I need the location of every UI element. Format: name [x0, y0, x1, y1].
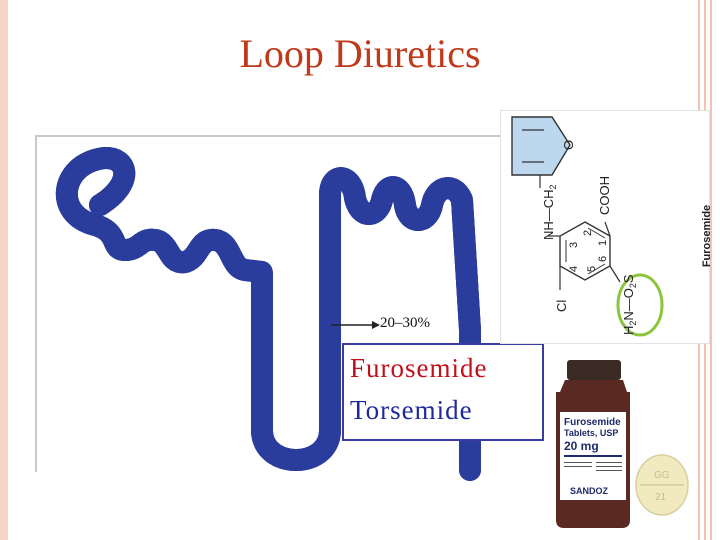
- drug-list-box: Furosemide Torsemide: [342, 343, 544, 441]
- slide-border-right-line: [710, 0, 712, 540]
- diagram-frame: [35, 135, 512, 472]
- slide-border-left: [0, 0, 8, 540]
- atom-h2n-o2s: H2N—O2S: [621, 274, 638, 335]
- atom-nh-ch2: NH—CH2: [541, 184, 558, 240]
- drug-name-furosemide: Furosemide: [350, 353, 488, 383]
- bottle-line: Tablets, USP: [564, 428, 618, 438]
- tablet-imprint: GG: [654, 470, 670, 481]
- arrow-head-icon: [372, 321, 380, 329]
- bottle-line: 20 mg: [564, 439, 599, 453]
- bottle-cap-icon: [567, 360, 621, 380]
- ring-number: 3: [568, 242, 580, 248]
- ring-number: 4: [568, 266, 580, 272]
- ring-number: 5: [586, 266, 598, 272]
- ring-number: 6: [597, 256, 609, 262]
- tablet-imprint: 21: [655, 492, 667, 503]
- atom-cooh: COOH: [597, 176, 612, 215]
- slide-title: Loop Diuretics: [239, 31, 481, 76]
- reabsorption-percent-label: 20–30%: [380, 315, 430, 331]
- atom-o: O: [561, 140, 576, 150]
- highlight-ring-icon: [616, 273, 664, 337]
- bottle-brand: SANDOZ: [570, 486, 609, 496]
- furan-ring-icon: [511, 116, 571, 176]
- drug-name-torsemide: Torsemide: [350, 395, 473, 425]
- ring-number: 1: [597, 240, 609, 246]
- atom-cl: Cl: [554, 300, 569, 312]
- bottle-line: Furosemide: [564, 417, 621, 428]
- ring-number: 2: [582, 230, 594, 236]
